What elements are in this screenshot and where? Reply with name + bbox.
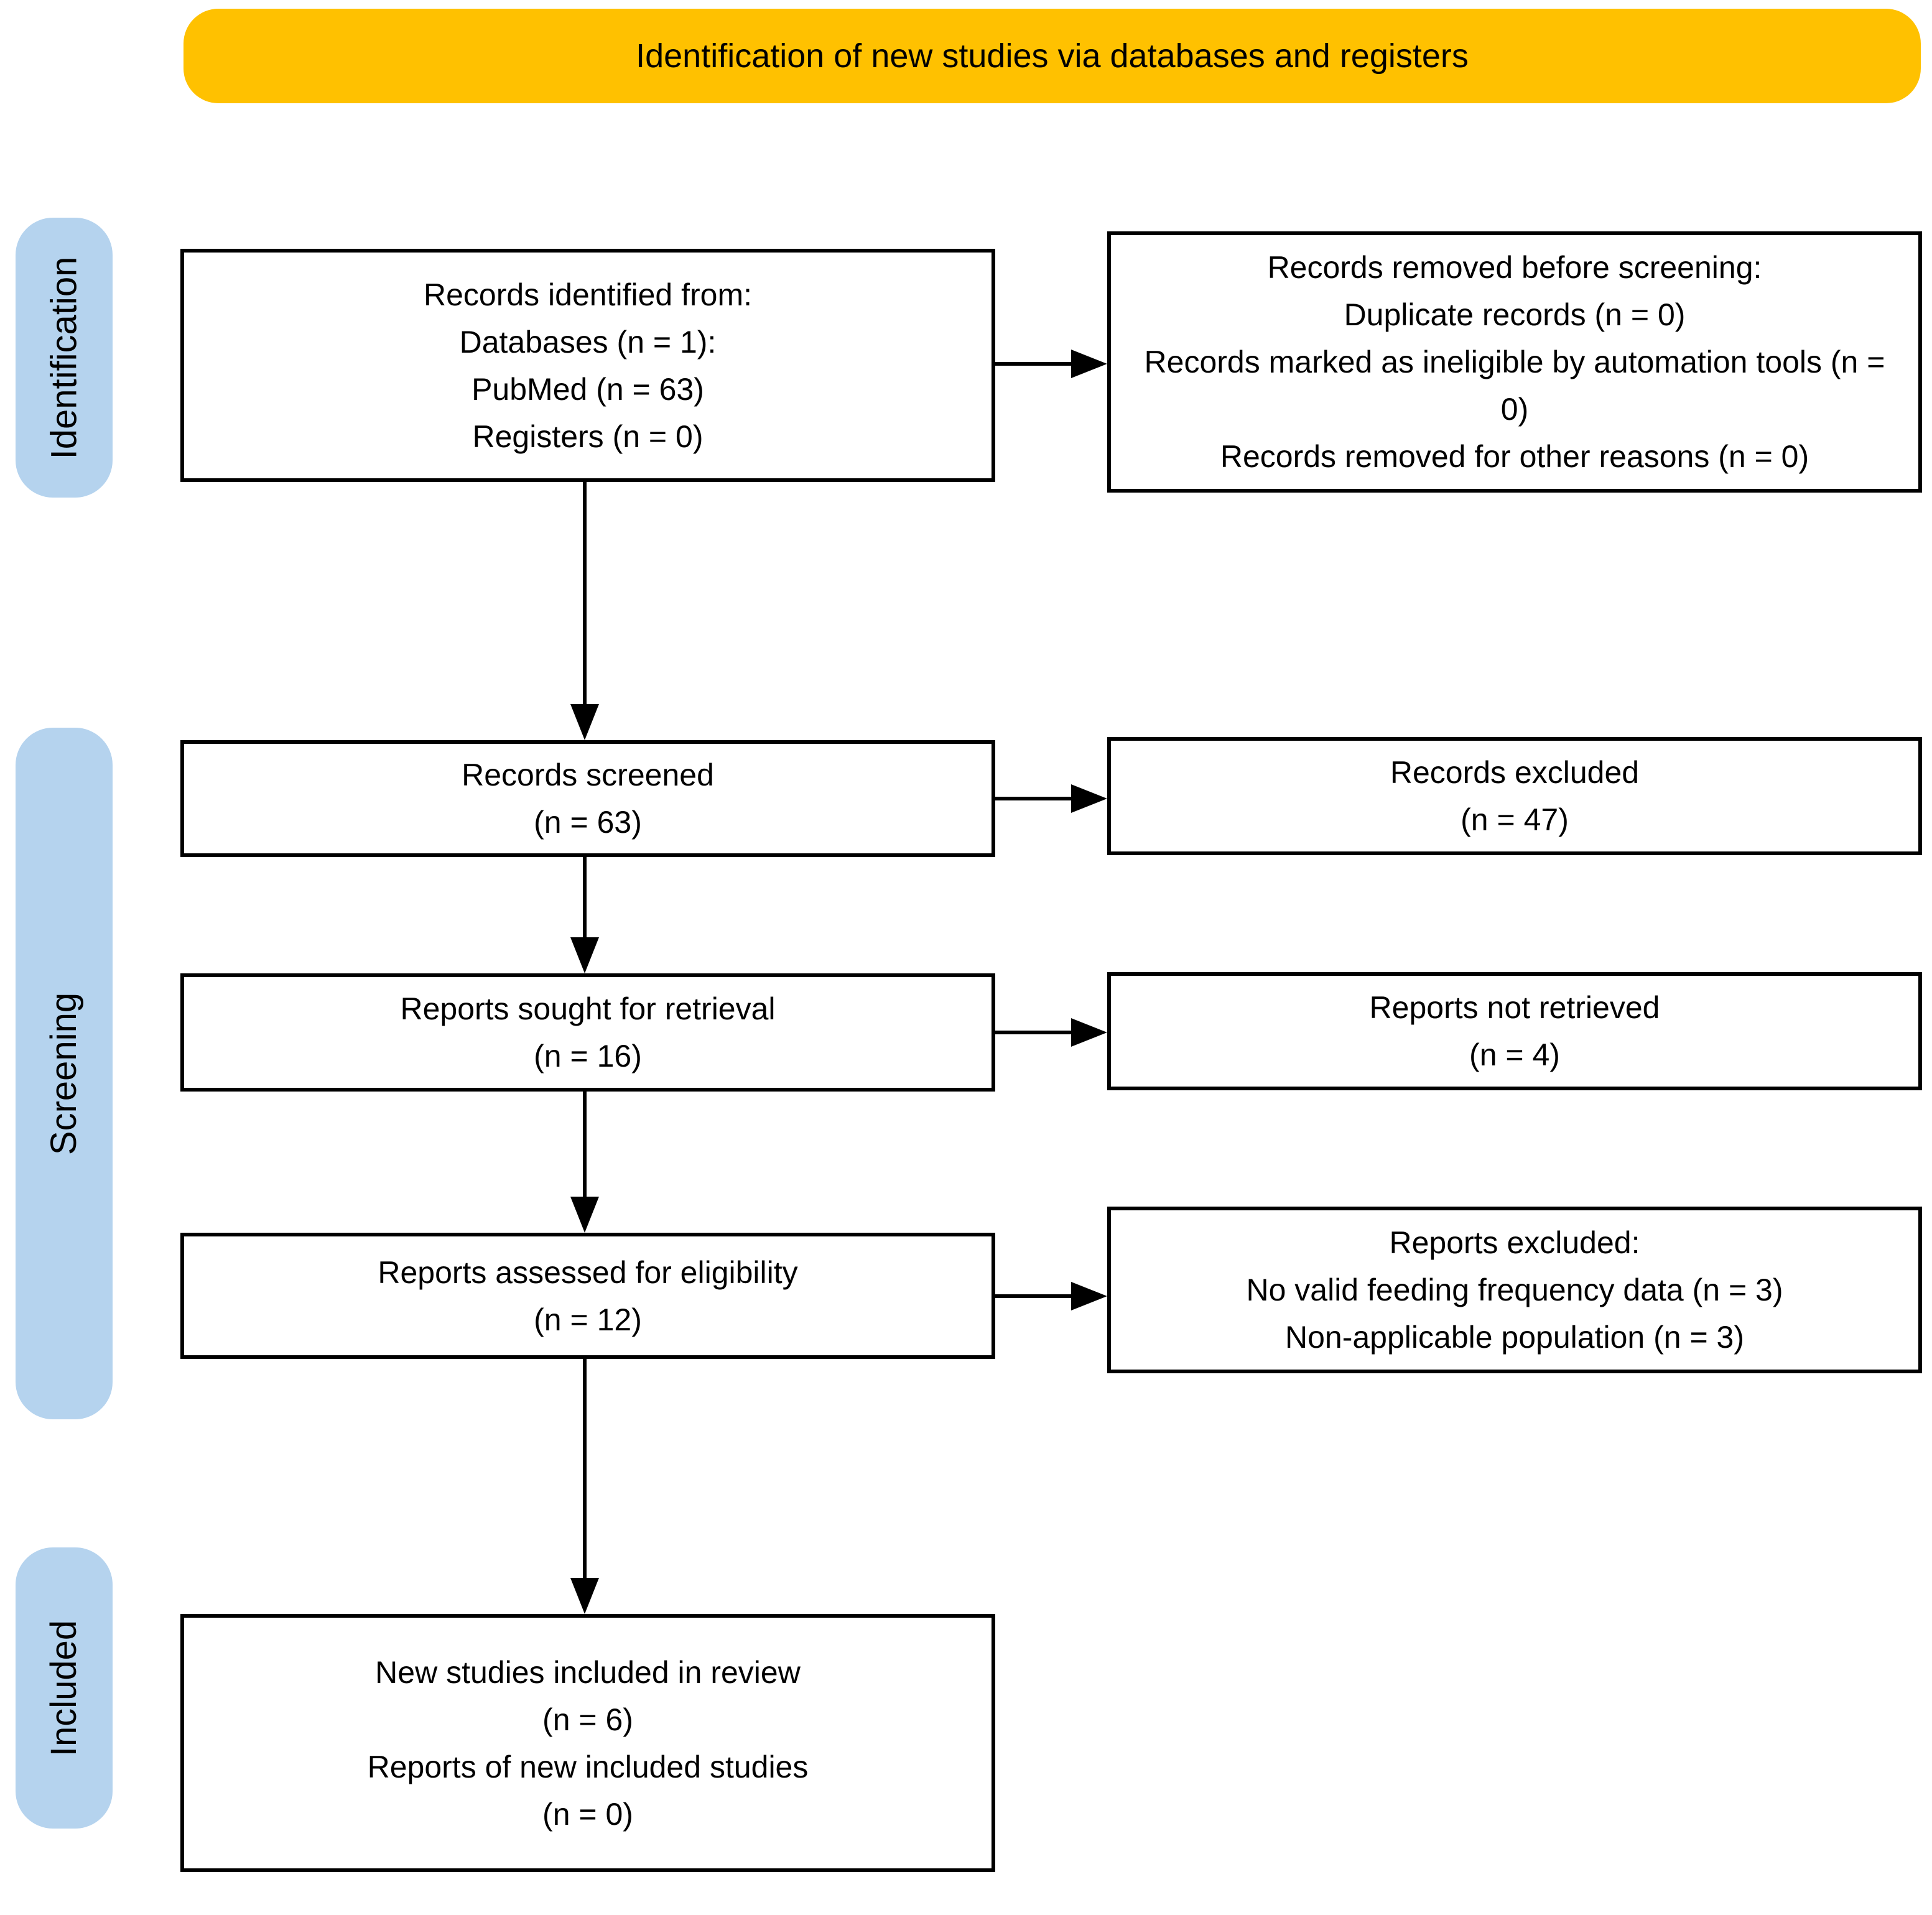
arrow-identified-to-removed-line (995, 362, 1071, 366)
box-reports-not-retrieved: Reports not retrieved (n = 4) (1107, 972, 1922, 1090)
box-line: (n = 63) (534, 805, 642, 840)
box-line: PubMed (n = 63) (471, 371, 704, 407)
arrow-identified-to-removed-head-icon (1071, 350, 1107, 378)
box-line: Reports assessed for eligibility (378, 1254, 798, 1290)
box-line: Duplicate records (n = 0) (1344, 297, 1686, 332)
box-line: (n = 47) (1461, 802, 1569, 837)
box-line: Records identified from: (423, 277, 752, 312)
box-records-screened: Records screened (n = 63) (180, 740, 995, 857)
arrow-screened-to-sought-head-icon (570, 937, 599, 973)
arrow-assessed-to-repexcluded-line (995, 1294, 1071, 1298)
stage-included: Included (16, 1547, 113, 1829)
arrow-assessed-to-included-line (583, 1359, 587, 1578)
stage-identification: Identification (16, 218, 113, 498)
arrow-screened-to-sought-line (583, 857, 587, 937)
box-line: Reports of new included studies (367, 1749, 809, 1784)
arrow-sought-to-notretrieved-head-icon (1071, 1018, 1107, 1047)
box-line: Records screened (462, 758, 714, 792)
box-records-removed: Records removed before screening: Duplic… (1107, 231, 1922, 493)
box-line: New studies included in review (375, 1654, 801, 1690)
arrow-screened-to-excluded-head-icon (1071, 784, 1107, 813)
box-line: (n = 0) (542, 1796, 633, 1832)
box-records-excluded: Records excluded (n = 47) (1107, 737, 1922, 855)
box-line: (n = 16) (534, 1039, 642, 1073)
arrow-assessed-to-repexcluded-head-icon (1071, 1282, 1107, 1310)
arrow-sought-to-assessed-head-icon (570, 1197, 599, 1233)
box-line: Non-applicable population (n = 3) (1285, 1320, 1744, 1355)
box-line: Databases (n = 1): (459, 324, 717, 359)
arrow-sought-to-assessed-line (583, 1092, 587, 1197)
arrow-screened-to-excluded-line (995, 797, 1071, 800)
box-line: No valid feeding frequency data (n = 3) (1246, 1273, 1783, 1307)
stage-screening-label: Screening (44, 992, 85, 1155)
box-line: (n = 4) (1469, 1037, 1560, 1072)
banner-title-text: Identification of new studies via databa… (636, 37, 1469, 75)
box-reports-excluded: Reports excluded: No valid feeding frequ… (1107, 1207, 1922, 1373)
box-new-studies-included: New studies included in review (n = 6) R… (180, 1614, 995, 1872)
box-line: Registers (n = 0) (472, 419, 704, 454)
arrow-identified-to-screened-line (583, 482, 587, 704)
box-line: Reports not retrieved (1369, 990, 1660, 1025)
box-reports-assessed: Reports assessed for eligibility (n = 12… (180, 1233, 995, 1359)
arrow-sought-to-notretrieved-line (995, 1031, 1071, 1034)
box-line: Records removed for other reasons (n = 0… (1220, 439, 1809, 474)
stage-included-label: Included (44, 1620, 85, 1756)
box-line: Records removed before screening: (1267, 250, 1762, 285)
box-line: (n = 6) (542, 1702, 633, 1737)
box-reports-sought: Reports sought for retrieval (n = 16) (180, 973, 995, 1092)
stage-identification-label: Identification (44, 256, 85, 459)
stage-screening: Screening (16, 728, 113, 1419)
box-line: Reports excluded: (1389, 1225, 1640, 1260)
box-records-identified: Records identified from: Databases (n = … (180, 249, 995, 482)
box-line: Records marked as ineligible by automati… (1144, 345, 1885, 427)
banner-title: Identification of new studies via databa… (183, 9, 1921, 103)
box-line: (n = 12) (534, 1302, 642, 1337)
box-line: Records excluded (1390, 755, 1640, 790)
arrow-identified-to-screened-head-icon (570, 704, 599, 740)
arrow-assessed-to-included-head-icon (570, 1578, 599, 1614)
box-line: Reports sought for retrieval (400, 991, 776, 1026)
